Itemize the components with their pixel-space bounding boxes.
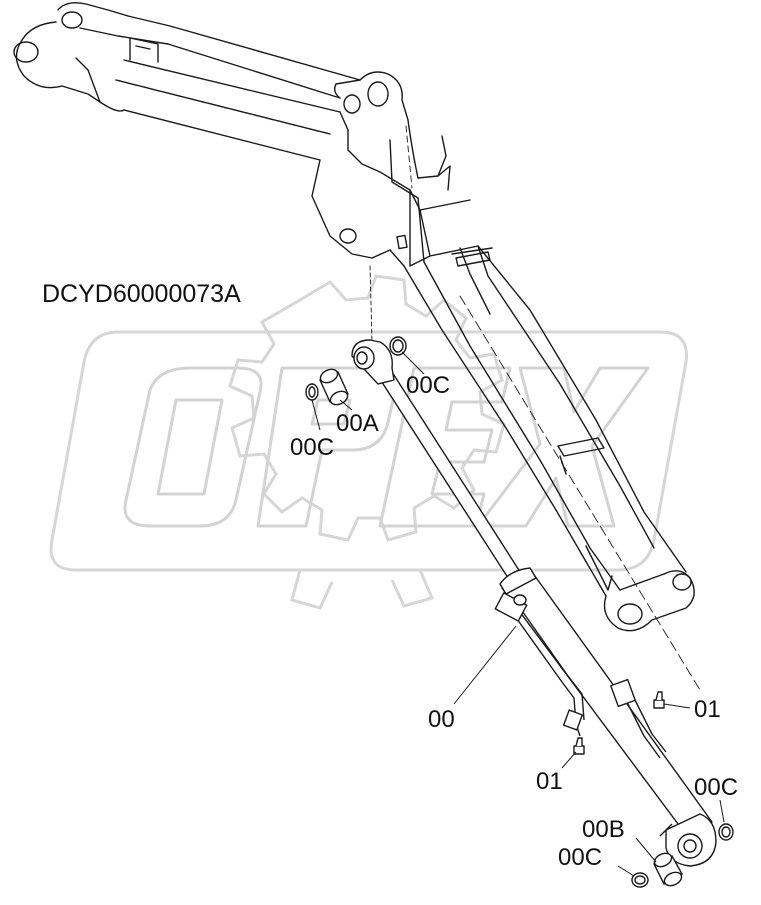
leader-00c-left [311,399,321,431]
seal-00c-bottom [631,872,649,888]
boom-foot-pin-hole [13,41,39,63]
callout-00: 00 [428,706,455,733]
boom-cyl-bracket-hole [339,228,357,244]
arm-upper-edge [429,245,687,573]
arm-tip [603,570,695,632]
callout-00c-top: 00C [406,372,451,399]
boom-bend [359,71,419,179]
watermark-gear-bottom [290,569,435,610]
leader-01-right [663,703,691,709]
arm-lower-edge [403,265,607,597]
leader-00b [635,837,657,863]
leader-00c-bottom [617,865,635,877]
callout-00a: 00A [336,410,379,437]
callout-01-left: 01 [536,768,563,795]
grease-fitting-left [573,737,585,755]
boom-foot-upper-hole [61,11,83,29]
bushing-00b [653,852,683,887]
leader-00a [339,399,353,411]
leader-lines [311,351,725,877]
callout-00c-right: 00C [694,774,739,801]
bushing-00a [319,368,349,406]
callout-00b: 00B [582,816,625,843]
watermark-gear [228,274,506,542]
boom-arm-pin-hole [367,81,389,107]
callout-00c-bottom: 00C [558,844,603,871]
callout-01-right: 01 [694,696,721,723]
leader-01-left [561,751,577,769]
arm-tip-pin-hole [617,603,643,625]
leader-00 [453,625,517,705]
cylinder-barrel [501,571,713,841]
arm-assembly [13,2,701,691]
boom-top-edge [127,15,361,81]
watermark-label: OPEX [0,0,1,1]
drawing-code: DCYD60000073A [42,280,241,308]
seal-00c-right [718,823,734,841]
callout-00c-left: 00C [290,434,335,461]
watermark-text [123,366,650,528]
small-parts [305,336,734,888]
arm-cylinder [351,339,717,867]
boom-foot [15,39,125,112]
watermark-plate [49,330,688,572]
grease-fitting-right [653,691,665,709]
watermark-logo [49,274,688,610]
leader-00c-right [719,799,725,823]
leader-00c-top [401,351,425,375]
